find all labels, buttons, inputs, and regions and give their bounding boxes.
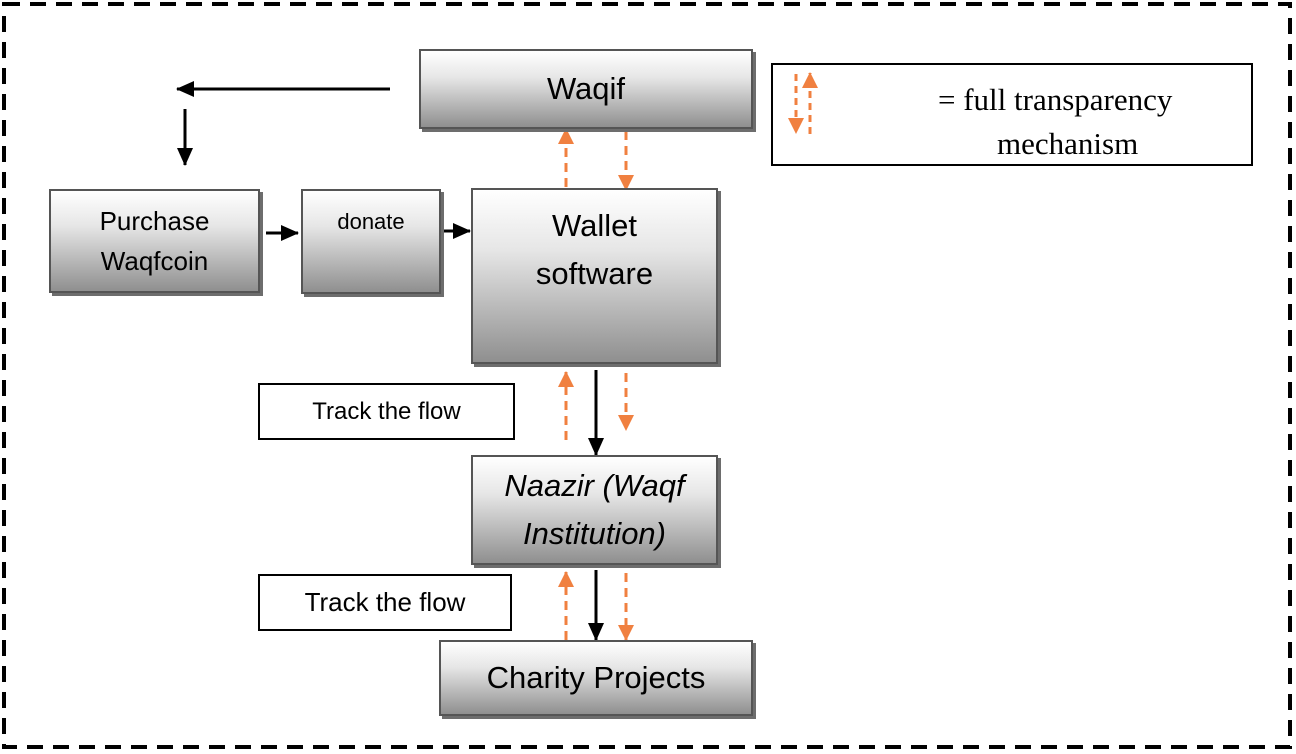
naazir-label-line2: Institution)	[522, 516, 666, 551]
donate-label: donate	[337, 209, 405, 234]
wallet-label-line1: Wallet	[552, 208, 637, 243]
donate-node: donate	[301, 189, 441, 294]
track-flow-label-2: Track the flow	[258, 574, 512, 631]
track-flow-text-2: Track the flow	[304, 587, 466, 617]
track-flow-text-1: Track the flow	[312, 397, 461, 425]
waqif-label: Waqif	[546, 71, 626, 106]
purchase-label-line2: Waqfcoin	[100, 246, 209, 276]
naazir-node: Naazir (Waqf Institution)	[471, 455, 718, 565]
purchase-label-line1: Purchase	[99, 206, 210, 236]
naazir-label-line1: Naazir (Waqf	[504, 468, 685, 503]
legend-box	[771, 63, 1253, 166]
bidirectional-dashed-arrows-icon	[788, 72, 818, 134]
purchase-waqfcoin-node: Purchase Waqfcoin	[49, 189, 260, 293]
wallet-software-node: Wallet software	[471, 188, 718, 364]
track-flow-label-1: Track the flow	[258, 383, 515, 440]
legend-text-line2: mechanism	[997, 126, 1139, 161]
charity-label: Charity Projects	[486, 660, 706, 695]
wallet-label-line2: software	[535, 256, 654, 291]
legend-text-line1: = full transparency	[938, 82, 1173, 117]
waqif-node: Waqif	[419, 49, 753, 129]
charity-projects-node: Charity Projects	[439, 640, 753, 716]
